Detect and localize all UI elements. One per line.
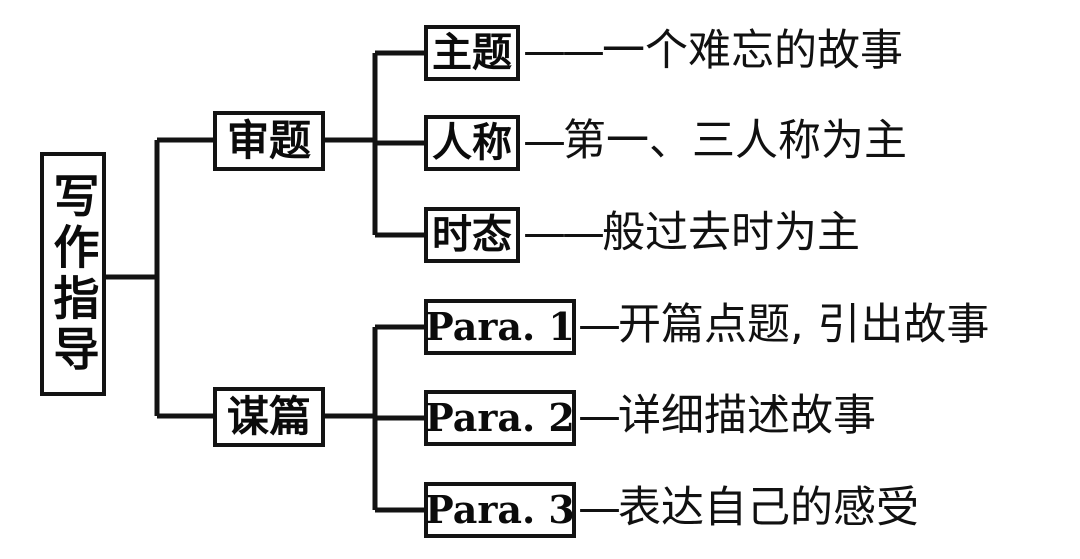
leaf-desc-para-2: — 详细描述故事 xyxy=(578,395,876,438)
leaf-desc-para-1: — 开篇点题, 引出故事 xyxy=(578,304,989,347)
leaf-box-shitai[interactable]: 时态 xyxy=(424,207,520,263)
dash-glyph: — xyxy=(523,116,566,166)
dash-glyph: — xyxy=(578,391,621,441)
dash-glyph: —— xyxy=(523,26,605,76)
branch-node-moupian-label: 谋篇 xyxy=(226,392,311,441)
leaf-desc-para-3: — 表达自己的感受 xyxy=(578,487,919,530)
leaf-box-rencheng[interactable]: 人称 xyxy=(424,115,520,171)
leaf-box-para-1[interactable]: Para. 1 xyxy=(424,299,576,355)
leaf-desc-zhuti-text: 一个难忘的故事 xyxy=(602,26,903,76)
leaf-box-para-1-label: Para. 1 xyxy=(425,304,575,349)
branch-node-shenti[interactable]: 审题 xyxy=(213,111,325,171)
leaf-box-zhuti[interactable]: 主题 xyxy=(424,25,520,81)
leaf-box-zhuti-label: 主题 xyxy=(432,30,512,76)
leaf-box-para-2[interactable]: Para. 2 xyxy=(424,390,576,446)
leaf-desc-shitai: —— 般过去时为主 xyxy=(523,212,860,255)
leaf-desc-para-2-text: 详细描述故事 xyxy=(618,391,876,441)
leaf-box-rencheng-label: 人称 xyxy=(432,120,512,166)
leaf-desc-zhuti: —— 一个难忘的故事 xyxy=(523,30,903,73)
leaf-desc-para-3-text: 表达自己的感受 xyxy=(618,483,919,533)
leaf-box-para-2-label: Para. 2 xyxy=(425,395,575,440)
dash-glyph: — xyxy=(578,300,621,350)
leaf-box-para-3-label: Para. 3 xyxy=(425,487,575,532)
dash-glyph: —— xyxy=(523,208,605,258)
root-node[interactable]: 写作指导 xyxy=(40,152,106,396)
dash-glyph: — xyxy=(578,483,621,533)
leaf-desc-shitai-text: 般过去时为主 xyxy=(602,208,860,258)
leaf-desc-para-1-text: 开篇点题, 引出故事 xyxy=(618,300,990,350)
leaf-desc-rencheng: — 第一、三人称为主 xyxy=(523,120,907,163)
leaf-desc-rencheng-text: 第一、三人称为主 xyxy=(563,116,907,166)
branch-node-shenti-label: 审题 xyxy=(226,116,311,165)
leaf-box-shitai-label: 时态 xyxy=(432,212,512,258)
branch-node-moupian[interactable]: 谋篇 xyxy=(213,387,325,447)
root-node-label: 写作指导 xyxy=(46,172,101,376)
leaf-box-para-3[interactable]: Para. 3 xyxy=(424,482,576,538)
